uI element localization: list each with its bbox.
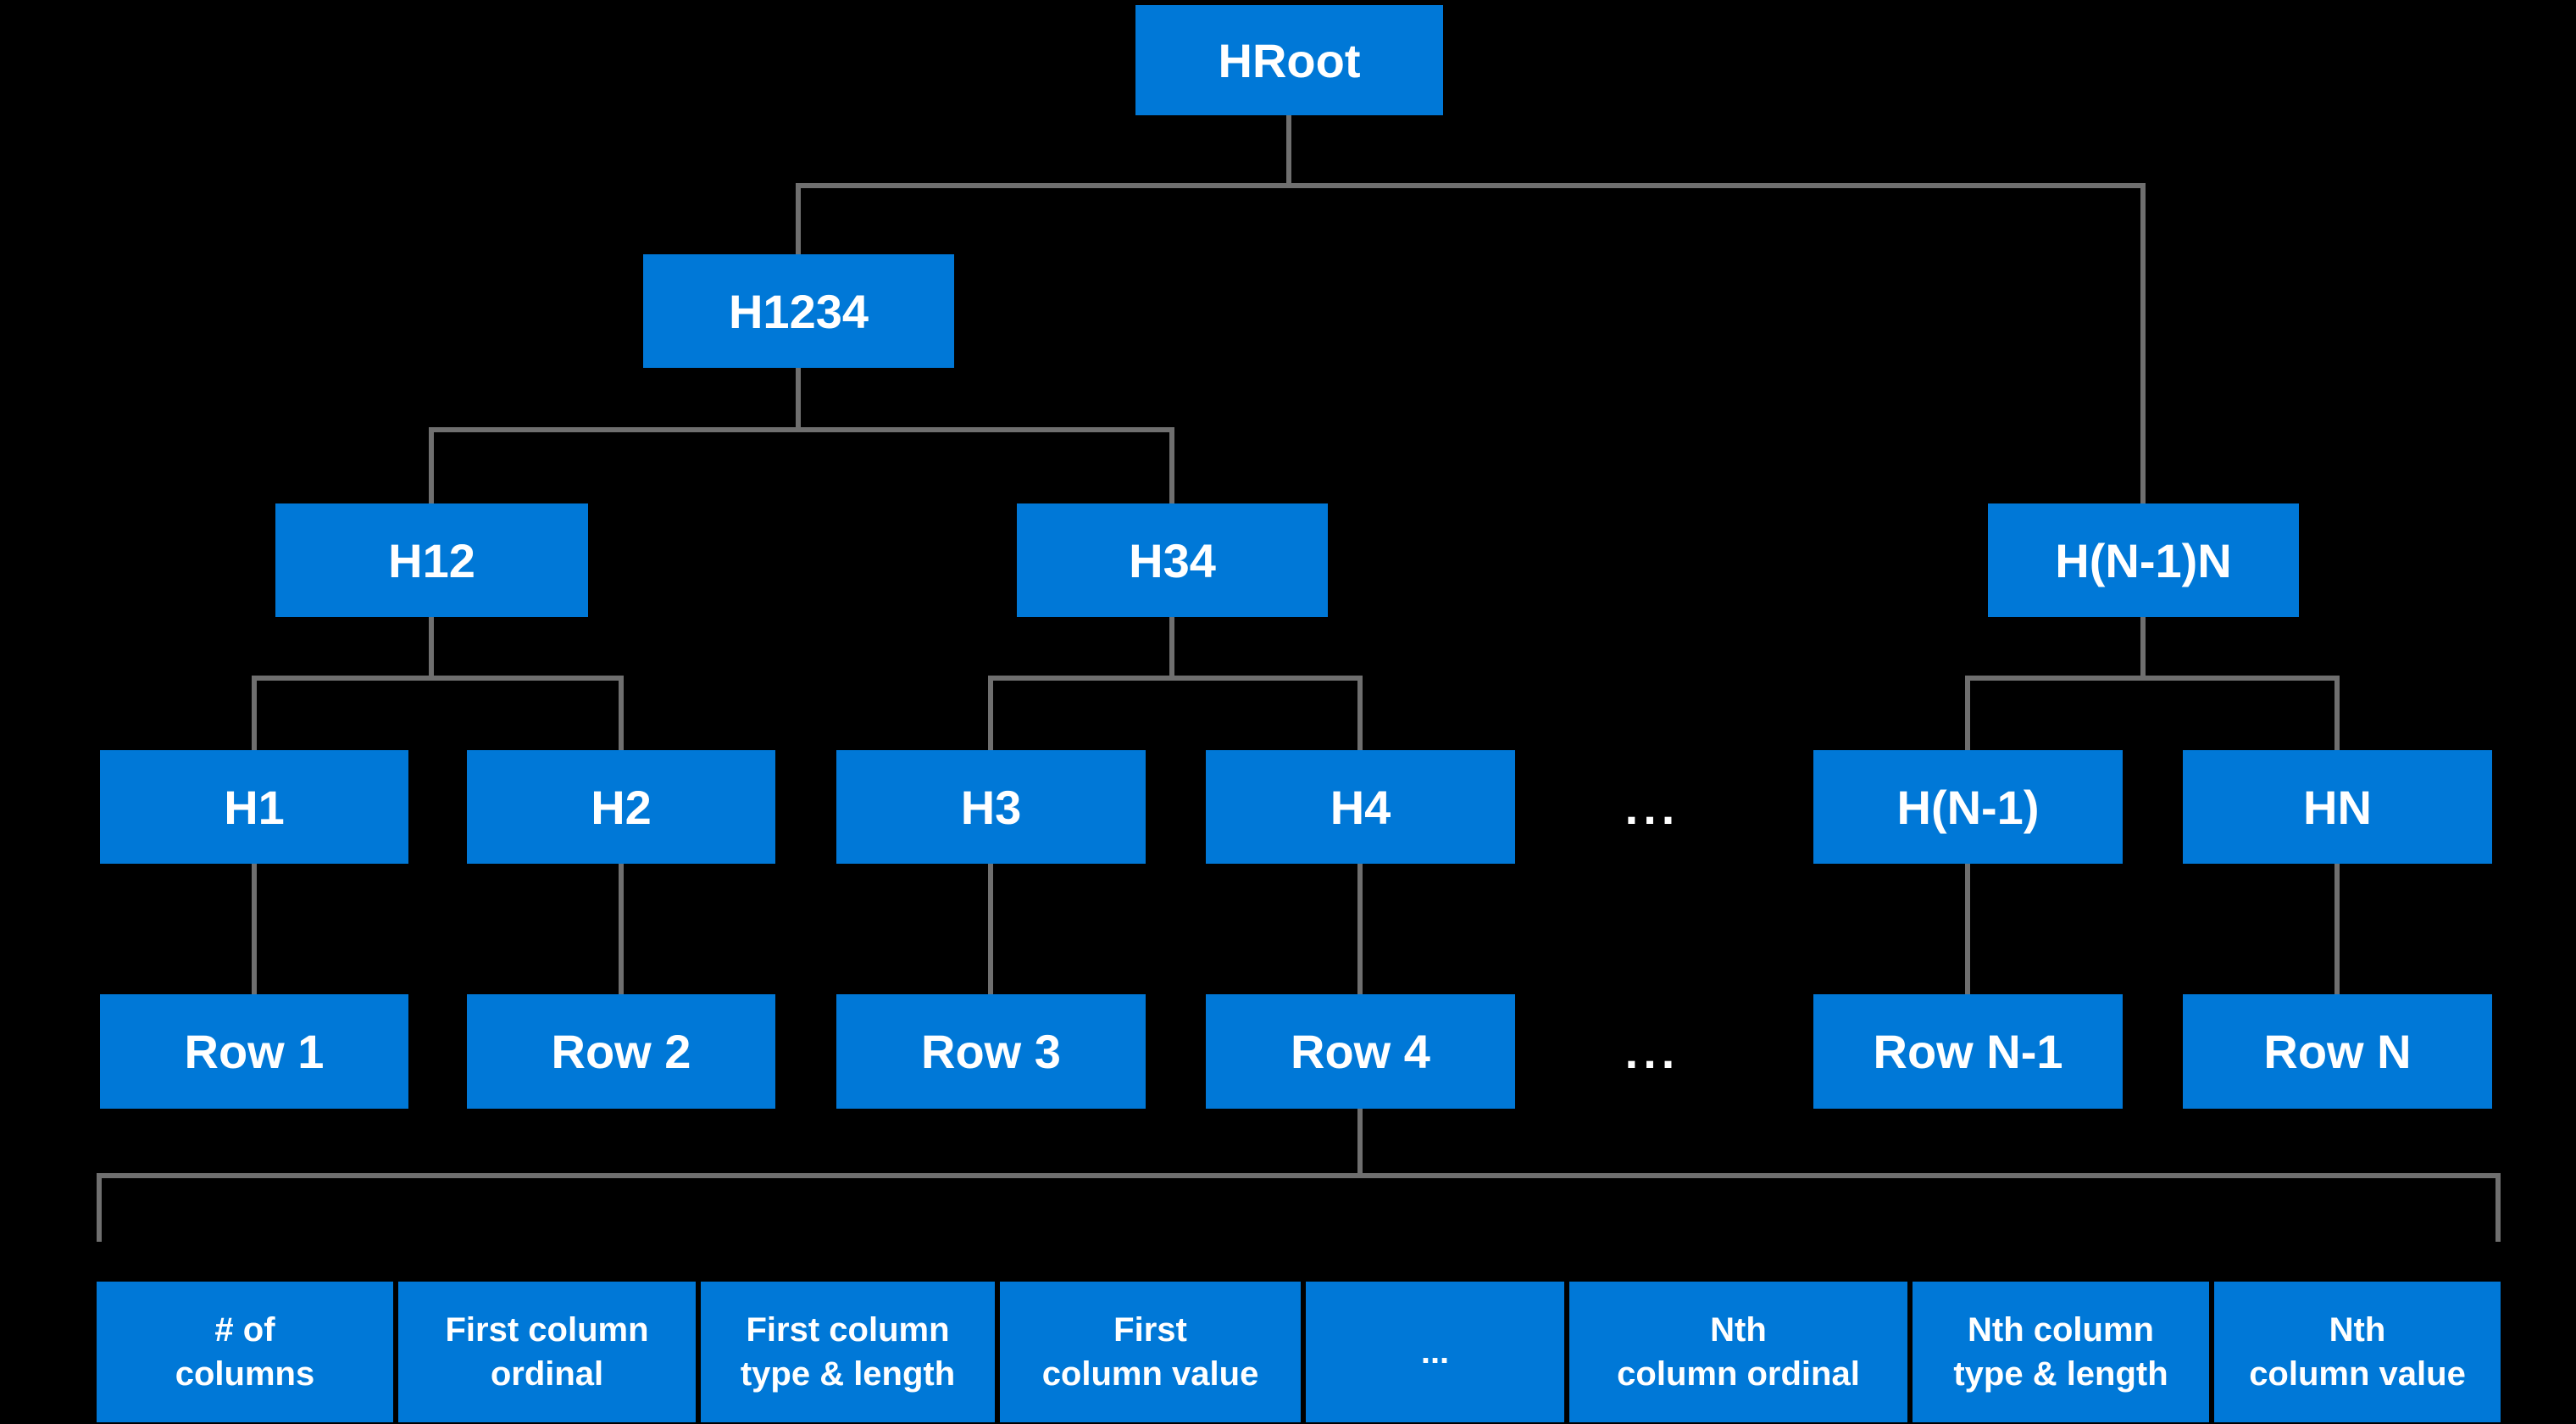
connector-h4-row4 xyxy=(1357,864,1363,994)
connector-h34-stem xyxy=(1169,617,1174,678)
connector-h3-row3 xyxy=(988,864,993,994)
node-h4-label: H4 xyxy=(1330,780,1391,834)
node-h2-label: H2 xyxy=(591,780,652,834)
node-row4: Row 4 xyxy=(1206,994,1515,1109)
connector-drop-h1 xyxy=(252,676,257,750)
node-hn1n: H(N-1)N xyxy=(1988,503,2299,617)
node-h2: H2 xyxy=(467,750,775,864)
field-nth-column-type-length-label: Nth column type & length xyxy=(1953,1311,2168,1393)
field-num-columns: # of columns xyxy=(97,1282,393,1422)
connector-h1234-stem xyxy=(796,368,801,432)
node-row2: Row 2 xyxy=(467,994,775,1109)
connector-h12-horizontal xyxy=(252,676,624,681)
connector-drop-h4 xyxy=(1357,676,1363,750)
node-rown1: Row N-1 xyxy=(1813,994,2123,1109)
node-row3-label: Row 3 xyxy=(921,1025,1061,1078)
field-nth-column-type-length: Nth column type & length xyxy=(1913,1282,2209,1422)
node-rown: Row N xyxy=(2183,994,2492,1109)
node-h1234-label: H1234 xyxy=(728,284,869,338)
connector-hn1n-horizontal xyxy=(1965,676,2340,681)
connector-h2-row2 xyxy=(619,864,624,994)
connector-hroot-stem xyxy=(1286,115,1291,186)
connector-hn1-rown1 xyxy=(1965,864,1970,994)
node-h12-label: H12 xyxy=(388,533,475,587)
connector-drop-h3 xyxy=(988,676,993,750)
connector-drop-h2 xyxy=(619,676,624,750)
connector-drop-hn xyxy=(2334,676,2340,750)
node-h3-label: H3 xyxy=(960,780,1022,834)
node-hn1n-label: H(N-1)N xyxy=(2055,533,2232,587)
field-first-column-value: First column value xyxy=(1000,1282,1301,1422)
field-nth-column-value-label: Nth column value xyxy=(2249,1311,2466,1393)
node-row3: Row 3 xyxy=(836,994,1146,1109)
node-h3: H3 xyxy=(836,750,1146,864)
connector-h34-horizontal xyxy=(988,676,1363,681)
field-first-column-type-length: First column type & length xyxy=(701,1282,995,1422)
node-row4-label: Row 4 xyxy=(1291,1025,1430,1078)
node-hn: HN xyxy=(2183,750,2492,864)
field-num-columns-label: # of columns xyxy=(175,1311,315,1393)
field-first-column-ordinal: First column ordinal xyxy=(398,1282,696,1422)
node-h12: H12 xyxy=(275,503,588,617)
node-hn1-label: H(N-1) xyxy=(1896,780,2040,834)
connector-h12-stem xyxy=(429,617,434,678)
node-hroot: HRoot xyxy=(1135,5,1443,115)
connector-h1-row1 xyxy=(252,864,257,994)
node-row1-label: Row 1 xyxy=(184,1025,325,1078)
connector-hn1n-stem xyxy=(2140,617,2146,678)
node-rown1-label: Row N-1 xyxy=(1873,1025,2063,1078)
connector-hn-rown xyxy=(2334,864,2340,994)
node-h34-label: H34 xyxy=(1129,533,1216,587)
field-ellipsis: ... xyxy=(1306,1282,1564,1422)
node-row2-label: Row 2 xyxy=(551,1025,691,1078)
node-hn-label: HN xyxy=(2303,780,2372,834)
field-ellipsis-label: ... xyxy=(1420,1333,1450,1371)
hash-level-ellipsis: ... xyxy=(1624,780,1680,834)
field-first-column-ordinal-label: First column ordinal xyxy=(445,1311,649,1393)
connector-bracket-horizontal xyxy=(97,1173,2501,1178)
node-rown-label: Row N xyxy=(2263,1025,2412,1078)
field-nth-column-value: Nth column value xyxy=(2214,1282,2501,1422)
connector-drop-h34 xyxy=(1169,427,1174,503)
connector-h1234-horizontal xyxy=(429,427,1174,432)
node-h34: H34 xyxy=(1017,503,1328,617)
node-row1: Row 1 xyxy=(100,994,408,1109)
node-h1-label: H1 xyxy=(224,780,285,834)
connector-bracket-right-drop xyxy=(2496,1173,2501,1242)
node-hroot-label: HRoot xyxy=(1218,33,1361,87)
field-first-column-value-label: First column value xyxy=(1041,1311,1259,1393)
connector-drop-hn1 xyxy=(1965,676,1970,750)
node-h1: H1 xyxy=(100,750,408,864)
connector-drop-h12 xyxy=(429,427,434,503)
row-level-ellipsis: ... xyxy=(1624,1025,1680,1078)
node-h1234: H1234 xyxy=(643,254,954,368)
connector-row4-stem xyxy=(1357,1109,1363,1178)
connector-drop-hn1n xyxy=(2140,183,2146,503)
node-h4: H4 xyxy=(1206,750,1515,864)
node-hn1: H(N-1) xyxy=(1813,750,2123,864)
field-nth-column-ordinal: Nth column ordinal xyxy=(1569,1282,1907,1422)
field-nth-column-ordinal-label: Nth column ordinal xyxy=(1617,1311,1860,1393)
field-first-column-type-length-label: First column type & length xyxy=(740,1311,956,1393)
connector-bracket-left-drop xyxy=(97,1173,102,1242)
connector-drop-h1234 xyxy=(796,183,801,254)
connector-hroot-horizontal xyxy=(796,183,2146,188)
